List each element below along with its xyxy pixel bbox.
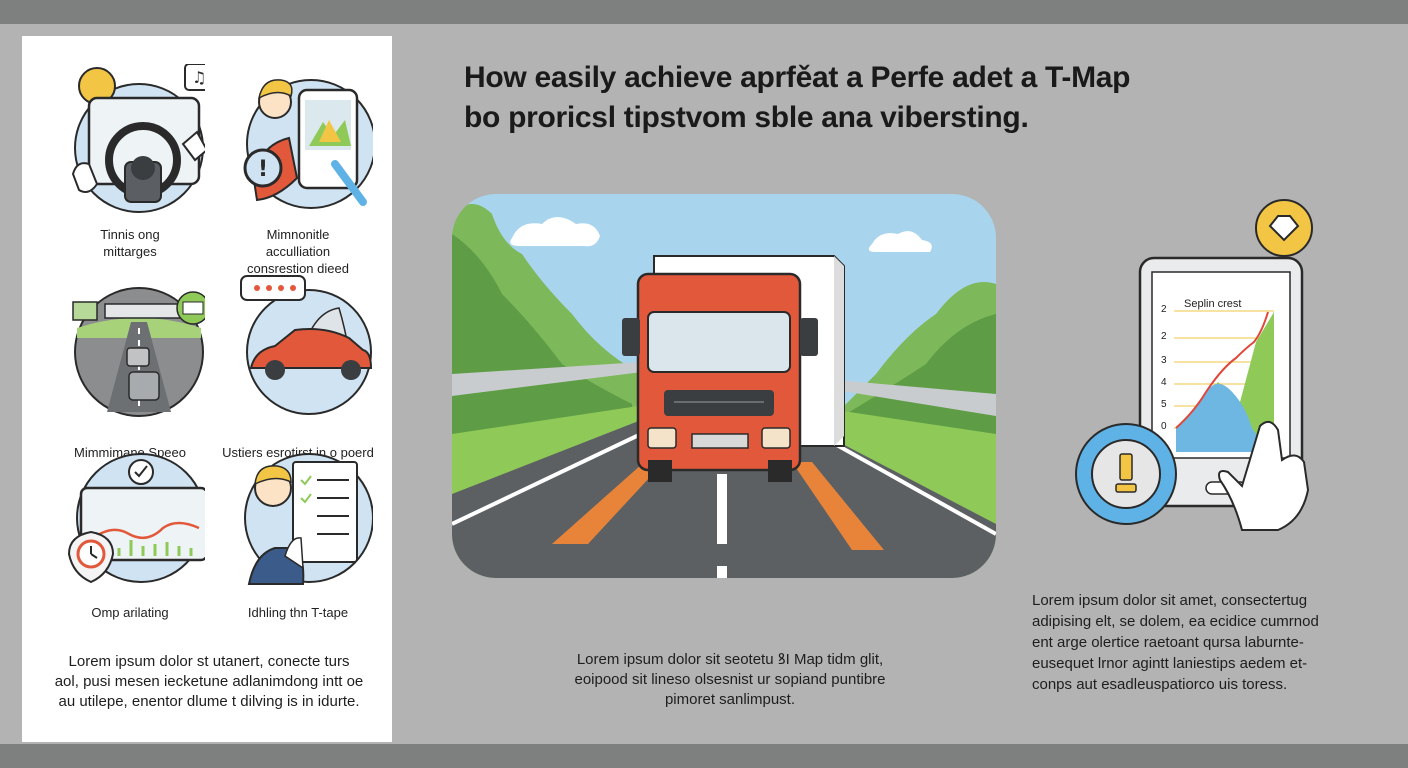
- feature-item: Mimmimane Speeo: [40, 272, 220, 461]
- road-traffic-icon: [72, 287, 205, 417]
- right-description-line: eusequet lrnor agintt laniestips aedem e…: [1032, 655, 1308, 672]
- bottom-border: [0, 744, 1408, 768]
- feature-caption-line: Mimnonitle: [266, 227, 330, 242]
- truck-road-scene: [452, 194, 996, 578]
- feature-caption-line: consrestion dieed: [247, 261, 349, 276]
- phone-chart-title: Seplin crest: [1184, 298, 1242, 310]
- left-description-line: Lorem ipsum dolor st utanert, conecte tu…: [68, 653, 350, 670]
- title-line-2: bo proricsl tipstvom sble ana vibersting…: [464, 101, 1029, 134]
- center-description-line: pimoret sanlimpust.: [664, 691, 796, 708]
- phone-chart-tick: 5: [1161, 399, 1167, 410]
- center-description-line: Lorem ipsum dolor sit seotetu ꝸI Map tid…: [576, 651, 884, 668]
- feature-item: Omp arilating: [40, 444, 220, 621]
- red-car-icon: [240, 275, 373, 415]
- right-description-line: ent arge olertice raetoant qursa laburnt…: [1032, 634, 1304, 651]
- feature-caption-line: Ustiers esrotirst in o poerd: [222, 445, 374, 460]
- center-description-line: eoipood sit lineso olsesnist ur sopiand …: [574, 671, 886, 688]
- phone-chart-tick: 2: [1161, 331, 1167, 342]
- feature-caption-line: mittarges: [103, 244, 157, 259]
- phone-chart-illustration: Seplin crest 2 2 3 4 5 0: [1070, 196, 1350, 546]
- phone-alert-icon: !: [243, 79, 373, 209]
- left-description-line: aol, pusi mesen iecketune adlanimdong in…: [54, 673, 364, 690]
- phone-chart-tick: 2: [1161, 304, 1167, 315]
- phone-chart-tick: 3: [1161, 355, 1167, 366]
- feature-caption-line: Idhling thn T-tape: [247, 605, 349, 620]
- phone-chart-tick: 0: [1161, 421, 1167, 432]
- right-description-line: Lorem ipsum dolor sit amet, consectertug: [1032, 592, 1308, 609]
- title-line-1: How easily achieve aprfěat a Perfe adet …: [464, 61, 1131, 94]
- right-description: Lorem ipsum dolor sit amet, consectertug…: [1032, 590, 1382, 695]
- center-description: Lorem ipsum dolor sit seotetu ꝸI Map tid…: [520, 650, 940, 710]
- feature-caption-line: Omp arilating: [91, 605, 169, 620]
- feature-item: Idhling thn T-tape: [208, 444, 388, 621]
- svg-text:♫: ♫: [192, 68, 205, 87]
- feature-item: Ustiers esrotirst in o poerd: [208, 272, 388, 461]
- feature-caption-line: Tinnis ong: [100, 227, 160, 242]
- truck-illustration: [452, 194, 996, 578]
- feature-caption-line: acculliation: [265, 244, 331, 259]
- right-description-line: adipising elt, se dolem, ea ecidice cumr…: [1032, 613, 1319, 630]
- feature-item: ♫ Tinnis ong mittarges: [40, 64, 220, 260]
- svg-text:!: !: [258, 157, 268, 182]
- steering-wheel-icon: ♫: [71, 64, 205, 213]
- left-description: Lorem ipsum dolor st utanert, conecte tu…: [36, 652, 382, 712]
- top-border: [0, 0, 1408, 24]
- checklist-icon: [244, 453, 373, 585]
- feature-item: ! Mimnonitle acculliation consrestion di…: [208, 64, 388, 277]
- right-description-line: conps aut esadleuspatiorco uis toress.: [1032, 676, 1288, 693]
- phone-device: [1075, 199, 1313, 531]
- left-description-line: au utilepe, enentor dlume t dilving is i…: [58, 693, 360, 710]
- feature-panel: ♫ Tinnis ong mittarges !: [22, 36, 392, 742]
- page-title: How easily achieve aprfěat a Perfe adet …: [464, 58, 1364, 138]
- phone-chart-tick: 4: [1161, 377, 1167, 388]
- monitor-chart-icon: [67, 453, 205, 584]
